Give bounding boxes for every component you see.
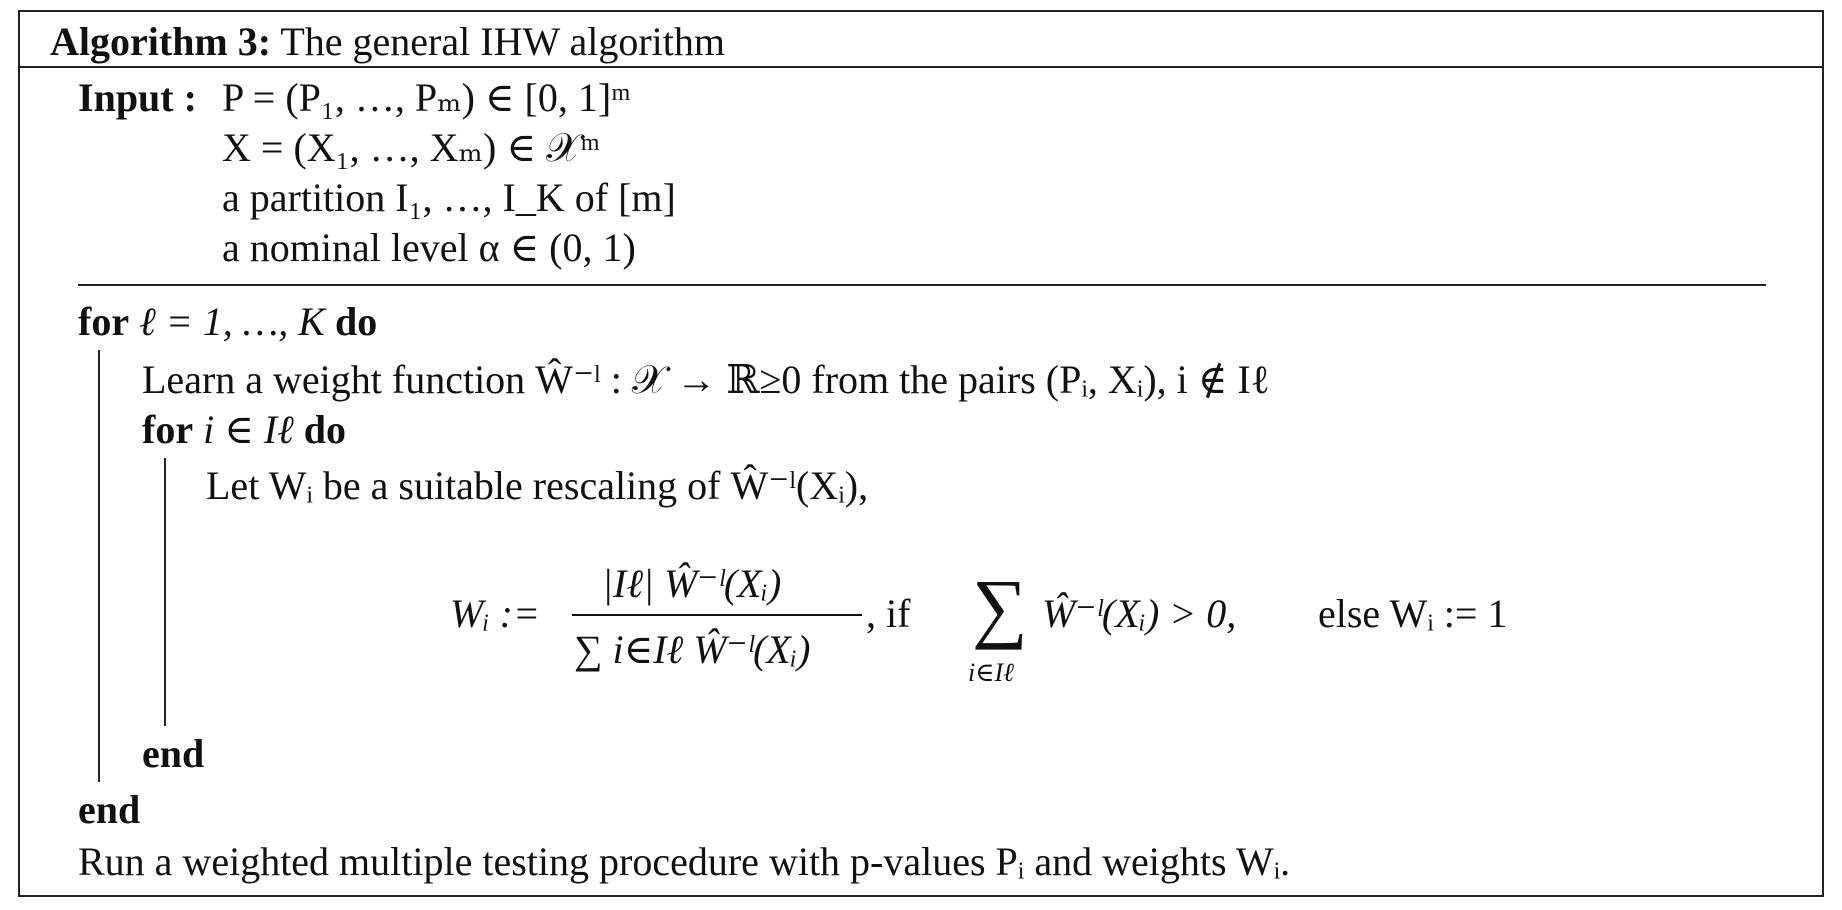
outer-loop-bar <box>98 350 100 782</box>
algorithm-title-text: The general IHW algorithm <box>280 19 726 64</box>
algorithm-box: Algorithm 3: The general IHW algorithm <box>18 10 1824 897</box>
formula-fraction-bar <box>572 614 862 616</box>
input-line-3: a partition I₁, …, I_K of [m] <box>222 175 676 220</box>
for-outer-line: for ℓ = 1, …, K do <box>78 299 378 344</box>
for-inner-line: for i ∈ Iℓ do <box>142 407 347 452</box>
input-divider <box>78 284 1766 286</box>
sum-symbol: ∑ <box>972 563 1028 650</box>
input-line-1: P = (P₁, …, Pₘ) ∈ [0, 1]ᵐ <box>222 75 631 120</box>
end-outer-line: end <box>78 787 141 832</box>
algorithm-title: Algorithm 3: The general IHW algorithm <box>50 18 725 65</box>
sum-subscript: i∈Iℓ <box>968 658 1014 687</box>
formula-lhs: Wᵢ := <box>450 591 540 636</box>
formula-if: , if <box>866 591 911 636</box>
input-label: Input : <box>78 75 197 120</box>
formula-sum-body: Ŵ⁻ˡ(Xᵢ) > 0, <box>1042 591 1237 636</box>
algorithm-title-label: Algorithm 3: <box>50 19 272 64</box>
end-inner-line: end <box>142 731 205 776</box>
let-line: Let Wᵢ be a suitable rescaling of Ŵ⁻ˡ(Xᵢ… <box>206 463 869 508</box>
input-line-2: X = (X₁, …, Xₘ) ∈ 𝒳ᵐ <box>222 125 600 170</box>
learn-line: Learn a weight function Ŵ⁻ˡ : 𝒳 → ℝ≥0 fr… <box>142 357 1270 402</box>
input-line-4: a nominal level α ∈ (0, 1) <box>222 225 636 270</box>
formula-denominator: ∑ i∈Iℓ Ŵ⁻ˡ(Xᵢ) <box>574 627 811 672</box>
formula-else: else Wᵢ := 1 <box>1318 591 1508 636</box>
formula-numerator: |Iℓ| Ŵ⁻ˡ(Xᵢ) <box>602 561 782 606</box>
inner-loop-bar <box>164 458 166 726</box>
algorithm-title-bar: Algorithm 3: The general IHW algorithm <box>20 12 1822 68</box>
run-line: Run a weighted multiple testing procedur… <box>78 839 1291 884</box>
